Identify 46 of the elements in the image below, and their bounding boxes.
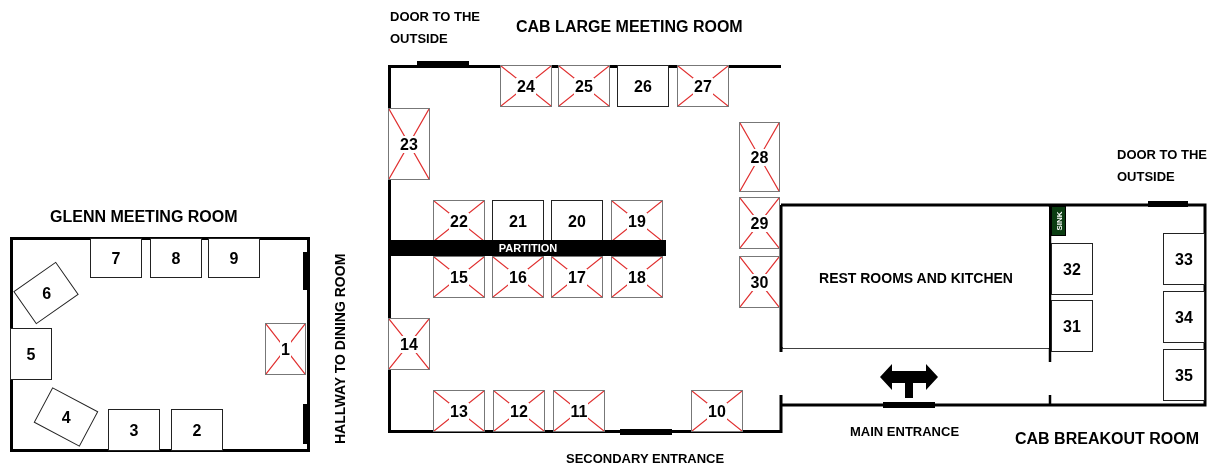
table: 12 <box>493 390 545 432</box>
table: 30 <box>739 256 780 308</box>
floor-label: DOOR TO THE OUTSIDE <box>390 8 482 48</box>
table: 14 <box>388 318 430 370</box>
table: 34 <box>1163 291 1205 343</box>
sink: SINK <box>1051 206 1066 236</box>
table: 17 <box>551 256 603 298</box>
room-title: CAB BREAKOUT ROOM <box>1015 430 1199 448</box>
table: 28 <box>739 122 780 192</box>
table: 16 <box>492 256 544 298</box>
table: 24 <box>500 65 552 107</box>
table: 11 <box>553 390 605 432</box>
floor-label: SECONDARY ENTRANCE <box>566 450 726 468</box>
table: 1 <box>265 323 306 375</box>
table: 29 <box>739 197 780 249</box>
table: 25 <box>558 65 610 107</box>
table: 20 <box>551 200 603 242</box>
table: 9 <box>208 238 260 278</box>
floor-label: HALLWAY TO DINING ROOM <box>331 252 349 447</box>
table: 15 <box>433 256 485 298</box>
table: 3 <box>108 409 160 451</box>
table: 31 <box>1051 300 1093 352</box>
partition-wall: PARTITION <box>390 240 666 256</box>
table: 10 <box>691 390 743 432</box>
table: 22 <box>433 200 485 242</box>
table: 27 <box>677 65 729 107</box>
table: 18 <box>611 256 663 298</box>
table: 4 <box>33 387 99 447</box>
table: 5 <box>10 328 52 380</box>
room-area: REST ROOMS AND KITCHEN <box>783 207 1049 348</box>
table: 32 <box>1051 243 1093 295</box>
table: 21 <box>492 200 544 242</box>
table: 19 <box>611 200 663 242</box>
table: 33 <box>1163 233 1205 285</box>
table: 35 <box>1163 349 1205 401</box>
table: 13 <box>433 390 485 432</box>
table: 26 <box>617 65 669 107</box>
room-title: GLENN MEETING ROOM <box>50 208 238 226</box>
table: 2 <box>171 409 223 451</box>
table: 6 <box>13 261 79 325</box>
room-title: CAB LARGE MEETING ROOM <box>516 18 743 36</box>
table: 8 <box>150 238 202 278</box>
table: 7 <box>90 238 142 278</box>
floor-label: MAIN ENTRANCE <box>850 423 961 441</box>
floor-label: DOOR TO THE OUTSIDE <box>1117 146 1209 186</box>
table: 23 <box>388 108 430 180</box>
